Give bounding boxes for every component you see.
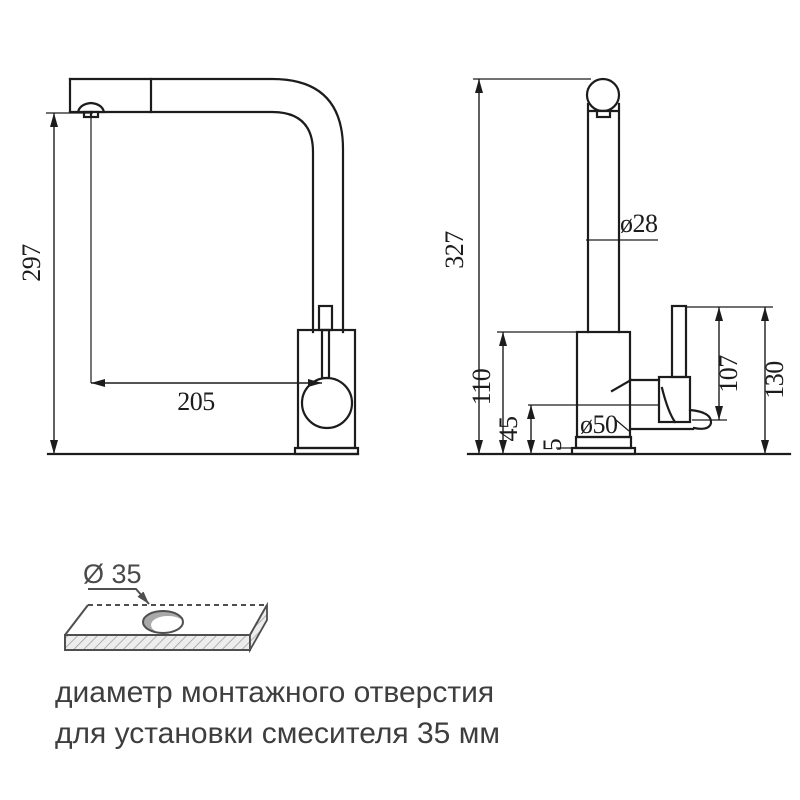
dim-reach-205-label: 205: [177, 387, 215, 416]
dim-total-327-label: 327: [440, 231, 469, 269]
spout-inner-profile: [68, 110, 315, 334]
handle-lever-front: [670, 304, 688, 379]
aerator-dome: [76, 101, 106, 114]
panel-side-face: [249, 601, 268, 654]
front-view: [466, 77, 792, 456]
dim-body-110-label: 110: [467, 368, 496, 405]
panel-front-face: [64, 634, 251, 651]
aerator-front: [595, 109, 612, 119]
dim-plate-5-label: 5: [538, 439, 567, 452]
body-chamfer: [610, 378, 633, 393]
caption-line-2: для установки смесителя 35 мм: [55, 717, 500, 751]
front-view-dimensions: 327 ø28 110 45 5 ø50 107 130: [440, 78, 789, 454]
mounting-hole-outline: [142, 610, 184, 634]
panel-left-edge: [64, 604, 89, 636]
ball-joint: [300, 376, 354, 430]
side-view: [46, 77, 360, 456]
dim-offset-45-label: 45: [494, 417, 523, 442]
dim-handle-130-label: 130: [760, 361, 789, 399]
mounting-panel: Ø 35: [64, 559, 268, 654]
base-diameter-label: ø50: [580, 410, 618, 439]
dim-handle-107-label: 107: [714, 355, 743, 393]
handle-foot: [688, 408, 713, 430]
caption-line-1: диаметр монтажного отверстия: [55, 676, 495, 709]
pipe-diameter-label: ø28: [620, 209, 658, 238]
handle-stem-side: [320, 328, 331, 380]
spout-head-front: [585, 77, 621, 113]
hole-diameter-leader: [88, 588, 150, 605]
spout-outer-profile: [68, 77, 345, 334]
base-diameter-leader: [615, 419, 630, 432]
side-view-dimensions: 297 205: [17, 112, 322, 454]
handle-mount-curve: [660, 386, 677, 424]
handle-lever-side: [317, 304, 334, 332]
hole-diameter-label: Ø 35: [83, 559, 142, 589]
dim-height-297-label: 297: [17, 244, 46, 282]
caption: диаметр монтажного отверстия для установ…: [55, 672, 615, 755]
handle-mount: [657, 375, 692, 424]
mounting-hole-bottom: [151, 616, 185, 634]
